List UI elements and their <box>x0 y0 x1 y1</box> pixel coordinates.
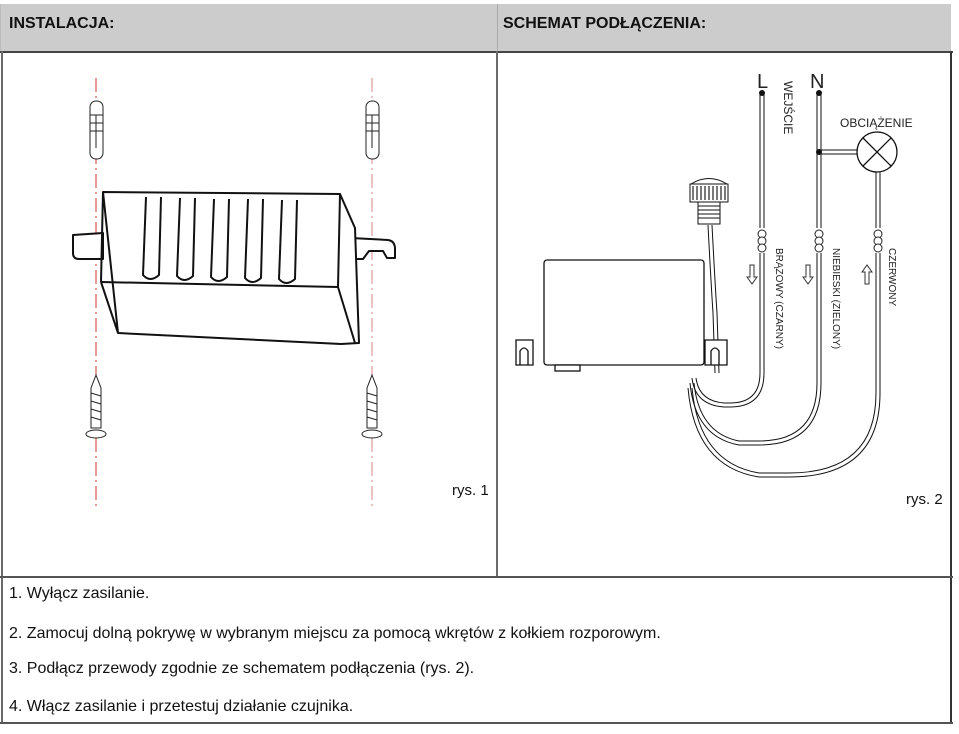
table-right-border <box>950 51 952 723</box>
left-wall-plug-icon <box>89 100 104 160</box>
installation-header: INSTALACJA: <box>0 4 497 51</box>
wiring-drawing: L N WEJŚCIE OBCIĄŻENIE <box>515 71 913 478</box>
wiring-header: SCHEMAT PODŁĄCZENIA: <box>497 4 951 51</box>
figures-bottom-border <box>0 576 953 578</box>
junction-dot <box>816 149 822 155</box>
figure-1-label: rys. 1 <box>452 482 489 499</box>
enclosure-side-icon <box>515 259 728 372</box>
red-wire-loop <box>691 253 877 474</box>
lamp-load-icon <box>856 131 898 173</box>
blue-wire-label: NIEBIESKI (ZIELONY) <box>830 248 841 349</box>
load-label: OBCIĄŻENIE <box>840 116 913 130</box>
red-arrow-up-icon <box>861 264 873 285</box>
input-label: WEJŚCIE <box>781 81 796 134</box>
brown-wire-connector-icon <box>757 229 767 253</box>
step-1: 1. Wyłącz zasilanie. <box>9 585 150 602</box>
header-bottom-border <box>0 51 953 53</box>
left-screw-icon <box>85 373 107 439</box>
red-wire-label: CZERWONY <box>886 248 897 306</box>
brown-wire-loop <box>695 253 761 404</box>
figure-2-label: rys. 2 <box>906 491 943 508</box>
blue-arrow-down-icon <box>802 264 814 285</box>
blue-wire-connector-icon <box>814 229 824 253</box>
brown-arrow-down-icon <box>746 264 758 285</box>
table-left-border <box>1 51 3 723</box>
brown-wire-label: BRĄZOWY (CZARNY) <box>773 248 784 349</box>
terminal-L-label: L <box>757 71 768 93</box>
table-bottom-border <box>0 722 953 724</box>
step-4: 4. Włącz zasilanie i przetestuj działani… <box>9 698 354 715</box>
step-3: 3. Podłącz przewody zgodnie ze schematem… <box>9 660 475 677</box>
red-wire-connector-icon <box>873 229 883 253</box>
sensor-cable <box>707 224 716 374</box>
blue-wire-loop <box>693 253 818 442</box>
light-sensor-icon <box>689 178 729 225</box>
wiring-title: SCHEMAT PODŁĄCZENIA: <box>503 15 707 32</box>
installation-drawing <box>72 78 396 508</box>
right-wall-plug-icon <box>365 100 380 160</box>
installation-title: INSTALACJA: <box>9 15 115 32</box>
wiring-figure: L N WEJŚCIE OBCIĄŻENIE <box>499 53 951 576</box>
terminal-N-label: N <box>810 71 824 93</box>
enclosure-cover-icon <box>72 191 396 345</box>
step-2: 2. Zamocuj dolną pokrywę w wybranym miej… <box>9 625 661 642</box>
installation-figure <box>3 53 497 576</box>
right-screw-icon <box>361 373 383 439</box>
column-divider <box>496 51 498 577</box>
